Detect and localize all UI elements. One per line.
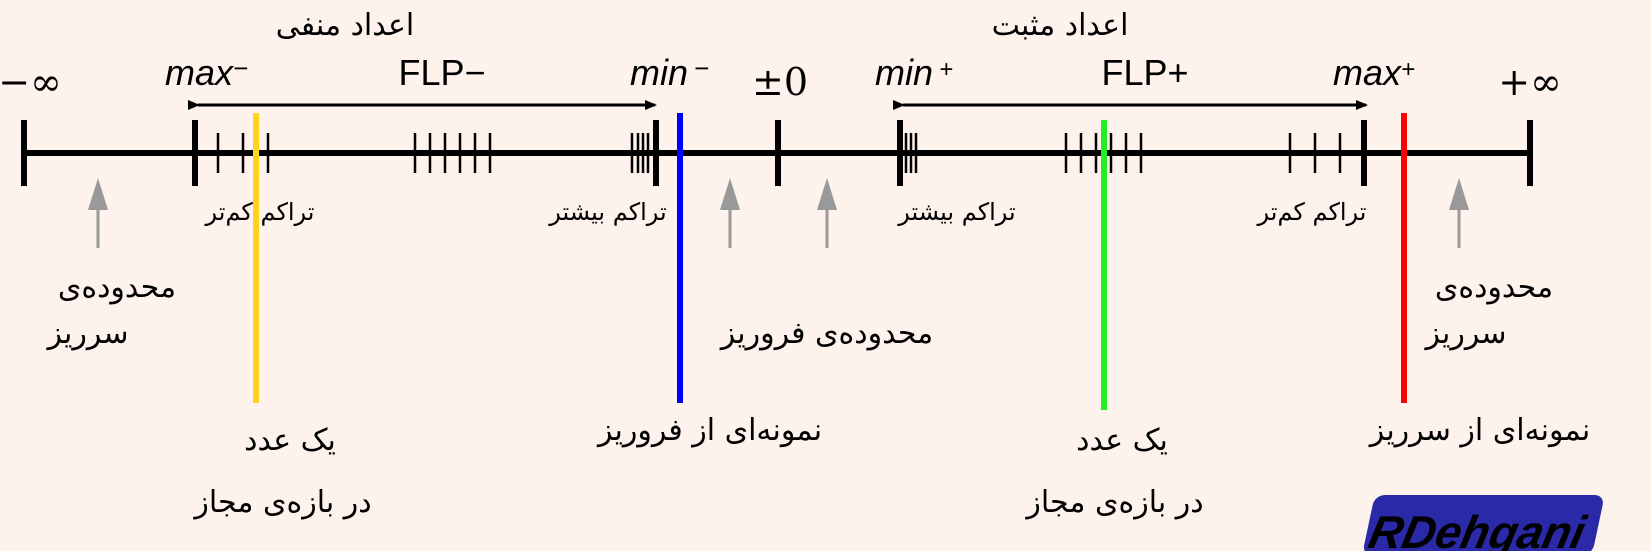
positive-numbers-title: اعداد مثبت bbox=[992, 8, 1129, 43]
valid-negative-example-label-line2: در بازه‌ی مجاز bbox=[192, 485, 371, 520]
density-less-negative: تراکم کم‌تر bbox=[205, 198, 315, 226]
svg-text:RDehgani: RDehgani bbox=[1364, 506, 1591, 551]
overflow-region-right: محدوده‌ی bbox=[1435, 270, 1553, 305]
overflow-region-right-line2: سرریز bbox=[1423, 316, 1506, 351]
max-negative-label: max− bbox=[165, 52, 248, 93]
valid-positive-example-label: یک عدد bbox=[1076, 423, 1168, 458]
density-less-positive: تراکم کم‌تر bbox=[1257, 198, 1367, 226]
flp-negative-label: FLP− bbox=[398, 52, 485, 93]
signed-zero-label: ±0 bbox=[752, 60, 808, 104]
density-more-negative: تراکم بیشتر bbox=[548, 198, 666, 226]
region-arrows bbox=[88, 178, 1469, 248]
density-more-positive: تراکم بیشتر bbox=[897, 198, 1015, 226]
overflow-region-left: محدوده‌ی bbox=[58, 270, 176, 305]
min-negative-label: min− bbox=[630, 52, 709, 93]
overflow-example-label: نمونه‌ای از سرریز bbox=[1368, 413, 1590, 448]
minor-ticks bbox=[216, 133, 1342, 173]
positive-infinity-label: +∞ bbox=[1498, 60, 1562, 104]
flp-positive-label: FLP+ bbox=[1101, 52, 1188, 93]
min-positive-label: min+ bbox=[875, 52, 953, 93]
underflow-region-label: محدوده‌ی فروریز bbox=[719, 316, 934, 351]
valid-negative-example-label: یک عدد bbox=[244, 423, 336, 458]
max-positive-label: max+ bbox=[1333, 52, 1415, 93]
major-ticks bbox=[21, 120, 1533, 186]
underflow-example-label: نمونه‌ای از فروریز bbox=[596, 413, 822, 448]
valid-positive-example-label-line2: در بازه‌ی مجاز bbox=[1024, 485, 1203, 520]
overflow-region-left-line2: سرریز bbox=[45, 316, 128, 351]
watermark-logo: RDehgani bbox=[1363, 495, 1603, 551]
negative-infinity-label: −∞ bbox=[0, 60, 62, 104]
negative-numbers-title: اعداد منفی bbox=[276, 8, 415, 43]
